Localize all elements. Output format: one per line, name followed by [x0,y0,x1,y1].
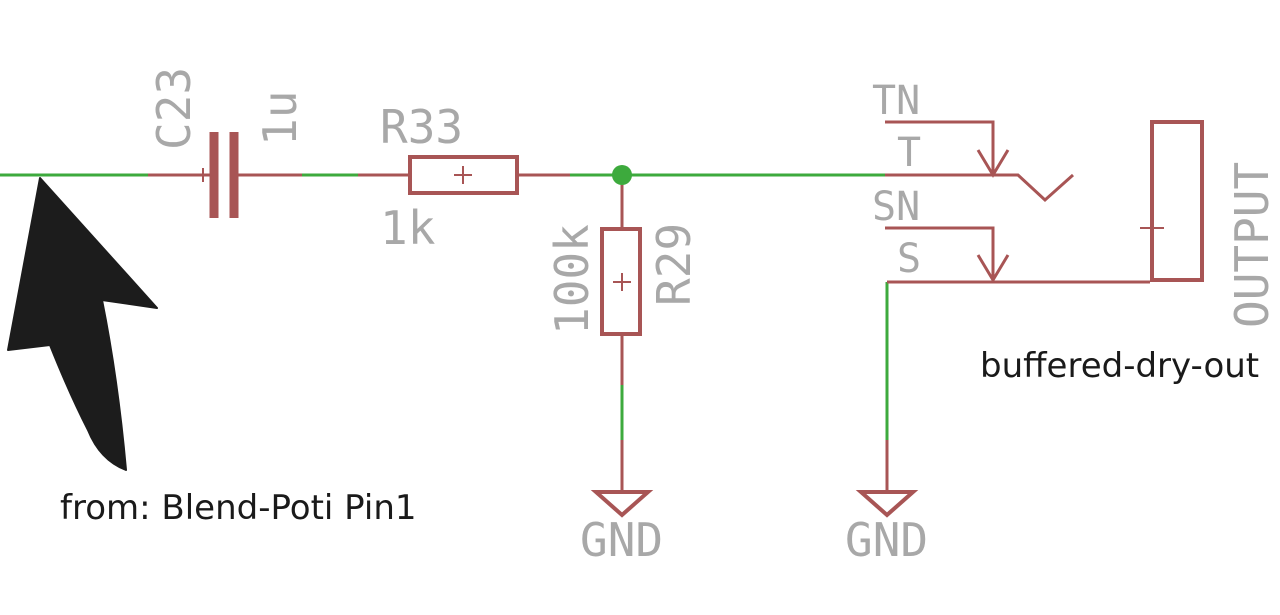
jack-pin-s-label: S [897,236,921,282]
capacitor-c23[interactable] [148,132,302,218]
jack-name-label: OUTPUT [1225,162,1279,328]
ground-left-triangle [590,490,654,518]
jack-t-contact [885,173,1074,203]
jack-sleeve-body [1150,120,1204,282]
resistor-r33-name-label: R33 [380,100,463,154]
capacitor-value-label: 1u [253,91,307,146]
annotation-from-label: from: Blend-Poti Pin1 [60,488,417,528]
resistor-r33[interactable] [358,155,570,195]
resistor-r29-name-label: R29 [647,223,701,306]
jack-sn-arrowhead [976,254,1010,283]
arrow-pointer-icon [7,177,158,471]
ground-left-label: GND [580,513,663,567]
ground-right-triangle [855,490,919,518]
ground-symbol-left[interactable] [590,440,654,518]
wires [0,173,889,440]
resistor-r29-value-label: 100k [545,224,599,335]
jack-pin-t-label: T [897,130,921,176]
resistor-r29[interactable] [600,185,642,385]
jack-pin-sn-label: SN [872,184,920,230]
jack-tn-contact [885,120,995,175]
output-jack[interactable] [885,120,1204,284]
capacitor-name-label: C23 [147,67,201,150]
arrow-pointer-shape [7,177,158,471]
junction-dot[interactable] [612,165,632,185]
ground-right-label: GND [845,513,928,567]
ground-symbol-right[interactable] [855,440,919,518]
jack-pin-tn-label: TN [872,78,920,124]
resistor-r33-value-label: 1k [380,201,435,255]
jack-sn-contact [885,226,995,280]
net-label-buffered-dry-out: buffered-dry-out [980,346,1259,386]
